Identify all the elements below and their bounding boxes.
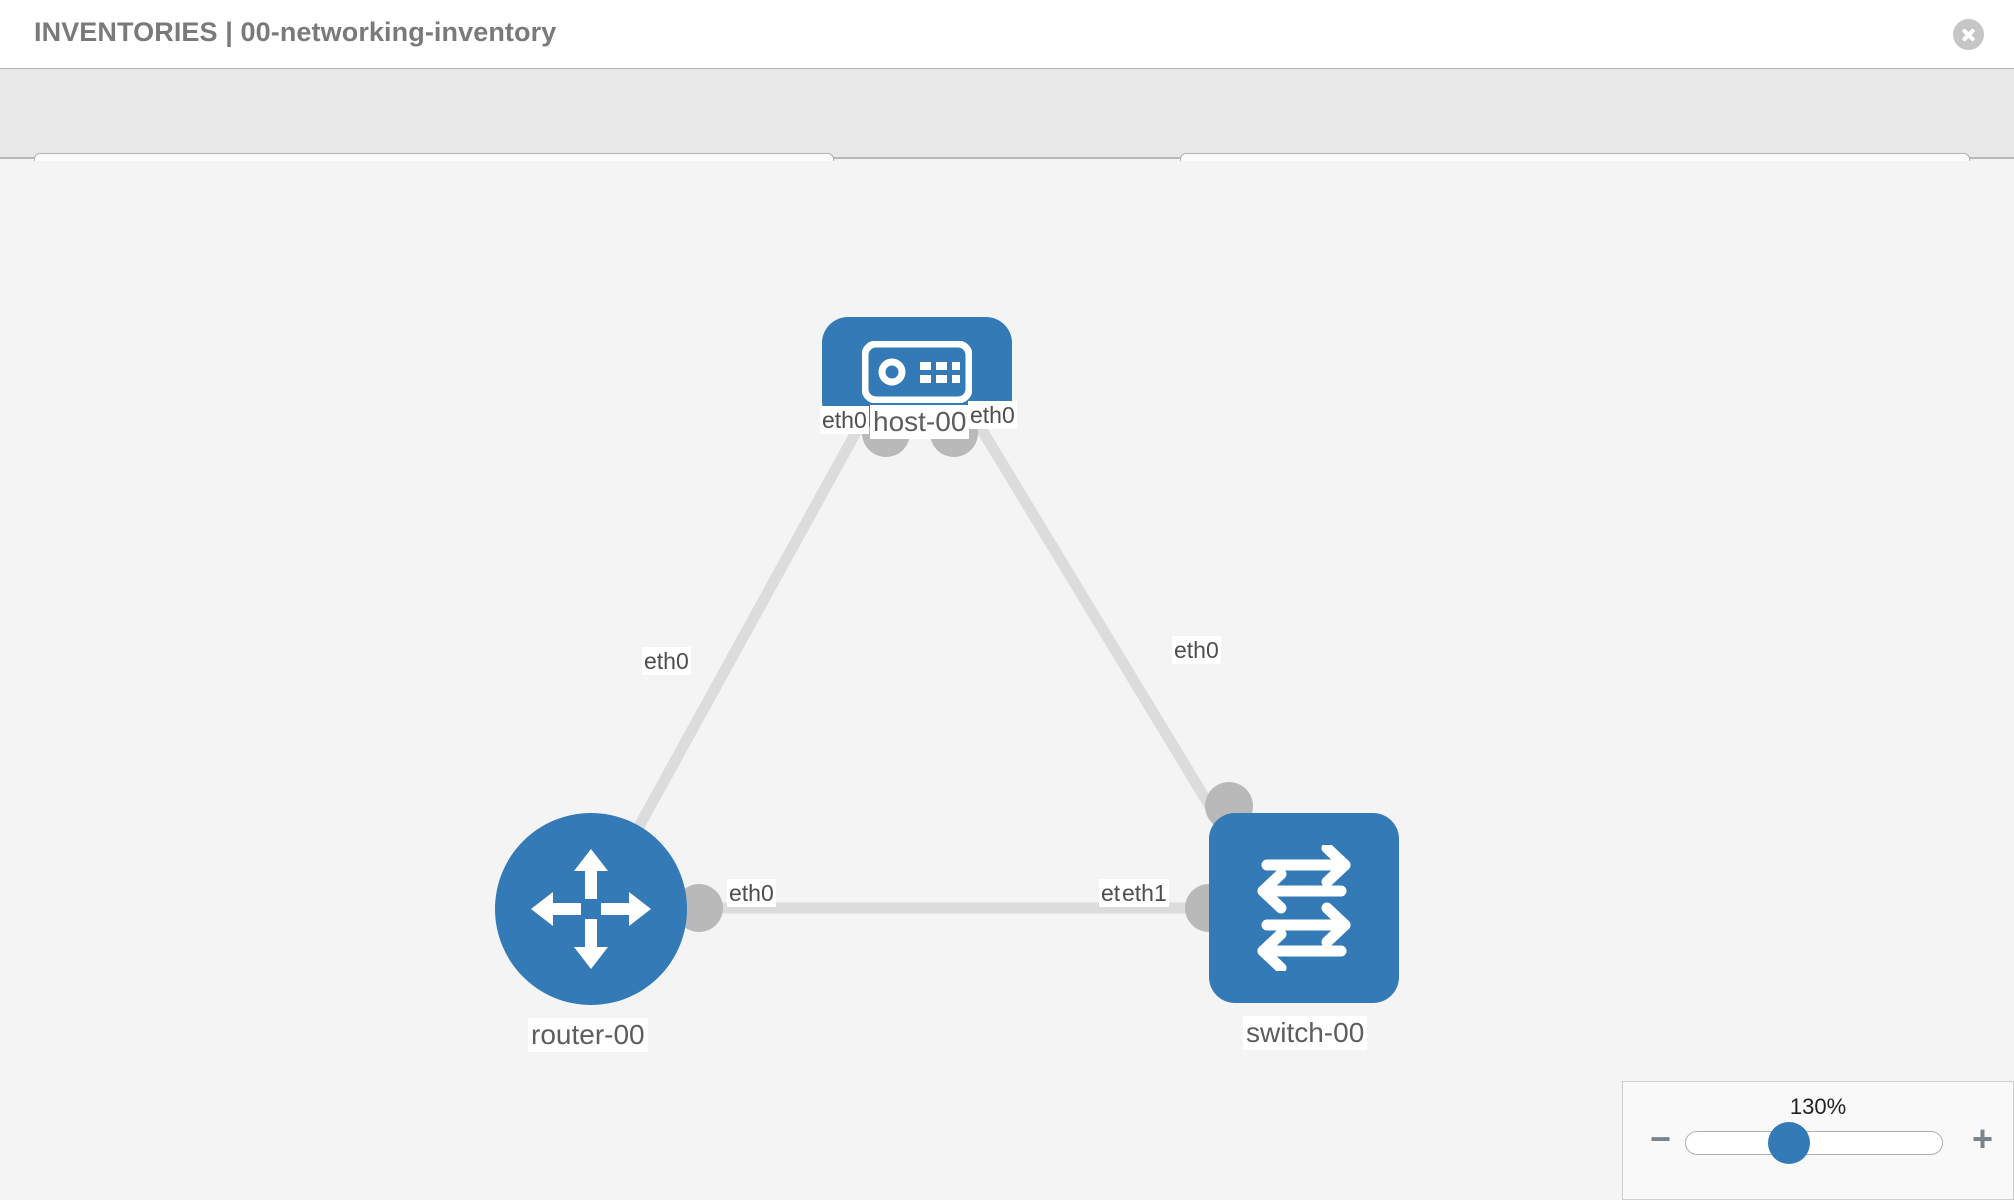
edge-label-router-right: eth0 — [727, 879, 776, 907]
edge-label-switch-left: eth1 — [1120, 879, 1169, 907]
topology-links — [615, 371, 1248, 914]
zoom-slider-thumb[interactable] — [1768, 1122, 1810, 1164]
link-host-switch — [943, 371, 1248, 864]
edge-label-host-right: eth0 — [968, 401, 1017, 429]
zoom-slider-track[interactable] — [1685, 1131, 1943, 1155]
topology-canvas[interactable]: host-00 router-00 — [0, 161, 2014, 1200]
link-host-router — [615, 371, 893, 864]
node-label-switch-00: switch-00 — [1243, 1016, 1368, 1050]
node-label-host-00: host-00 — [870, 405, 970, 439]
topology-node-router-00[interactable]: router-00 — [495, 813, 687, 1052]
zoom-out-button[interactable]: − — [1650, 1118, 1672, 1159]
edge-label-switch-upper: eth0 — [1172, 636, 1221, 664]
zoom-in-button[interactable]: + — [1971, 1118, 1993, 1159]
toolbar: ACTIONS SEARCH — [0, 69, 2014, 205]
zoom-control-panel: 130% − + — [1622, 1081, 2014, 1200]
node-label-router-00: router-00 — [528, 1018, 648, 1052]
switch-icon — [1257, 845, 1351, 971]
router-icon — [531, 849, 651, 969]
topology-node-switch-00[interactable]: switch-00 — [1209, 813, 1399, 1050]
page-header: INVENTORIES | 00-networking-inventory — [0, 0, 2014, 69]
edge-label-host-left: eth0 — [820, 406, 869, 434]
switch-node-shape — [1209, 813, 1399, 1003]
edge-label-router-upper: eth0 — [642, 647, 691, 675]
server-icon — [862, 341, 972, 403]
close-icon[interactable] — [1953, 19, 1984, 50]
router-node-shape — [495, 813, 687, 1005]
zoom-percent-label: 130% — [1789, 1094, 1847, 1119]
page-title: INVENTORIES | 00-networking-inventory — [34, 17, 557, 47]
